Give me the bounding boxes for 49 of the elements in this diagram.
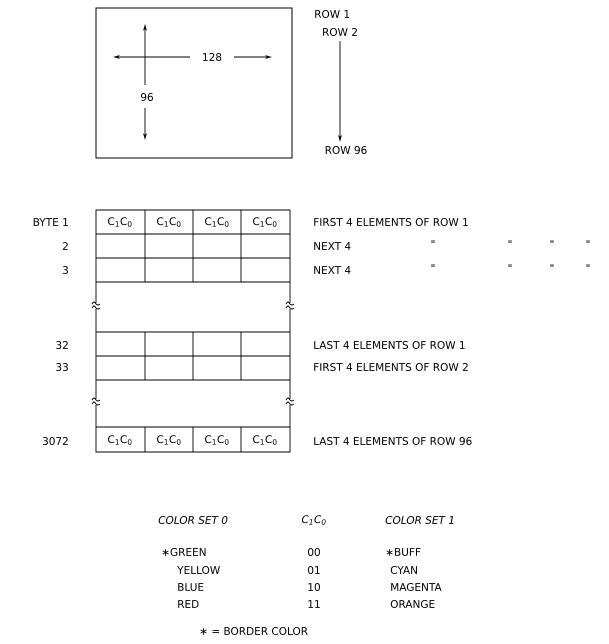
column-heading: COLOR SET 0: [158, 516, 228, 524]
label: 3072: [42, 437, 68, 445]
label: ": [432, 264, 434, 268]
label: 00: [308, 548, 320, 556]
label: ": [550, 240, 554, 244]
label: ∗BUFF: [386, 548, 420, 556]
cell-text: C$_{1}$C$_{0}$: [157, 217, 181, 227]
cell-text: C$_{1}$C$_{0}$: [108, 435, 132, 445]
row-label: ROW 96: [326, 146, 367, 154]
cell-text: C$_{1}$C$_{0}$: [253, 435, 277, 445]
cell-text: C$_{1}$C$_{0}$: [108, 217, 132, 227]
label: ": [550, 264, 554, 268]
column-heading: COLOR SET 1: [386, 516, 454, 524]
cell-text: C$_{1}$C$_{0}$: [157, 435, 181, 445]
cell-text: C$_{1}$C$_{0}$: [205, 217, 229, 227]
label: ": [508, 264, 512, 268]
label: 10: [308, 583, 320, 591]
row-label: ROW 2: [323, 28, 357, 36]
label: BYTE 1: [34, 218, 68, 226]
label: 2: [62, 242, 68, 250]
cell-text: C$_{1}$C$_{0}$: [253, 217, 277, 227]
label: ∗ = BORDER COLOR: [200, 627, 308, 635]
label: ": [508, 240, 512, 244]
label: BLUE: [178, 583, 204, 591]
label: CYAN: [390, 566, 417, 574]
label: ROW 1: [315, 10, 350, 18]
column-heading: C$_{1}$C$_{0}$: [302, 515, 326, 525]
cell-text: C$_{1}$C$_{0}$: [205, 435, 229, 445]
label: 96: [139, 92, 155, 102]
label: FIRST 4 ELEMENTS OF ROW 2: [314, 363, 468, 371]
label: MAGENTA: [391, 583, 442, 591]
label: ": [586, 240, 590, 244]
label: RED: [178, 600, 199, 608]
label: ": [432, 240, 434, 244]
label: NEXT 4: [314, 266, 351, 274]
label: ∗GREEN: [162, 548, 206, 556]
label: 33: [56, 363, 68, 371]
label: FIRST 4 ELEMENTS OF ROW 1: [314, 218, 468, 226]
label: 3: [62, 266, 68, 274]
label: ": [586, 264, 590, 268]
label: 01: [308, 566, 320, 574]
label: NEXT 4: [314, 242, 351, 250]
label: YELLOW: [177, 566, 220, 574]
label: LAST 4 ELEMENTS OF ROW 1: [314, 341, 465, 349]
label: LAST 4 ELEMENTS OF ROW 96: [314, 437, 472, 445]
label: 128: [200, 52, 224, 62]
label: 32: [56, 341, 68, 349]
label: ORANGE: [390, 600, 434, 608]
label: 11: [308, 600, 320, 608]
